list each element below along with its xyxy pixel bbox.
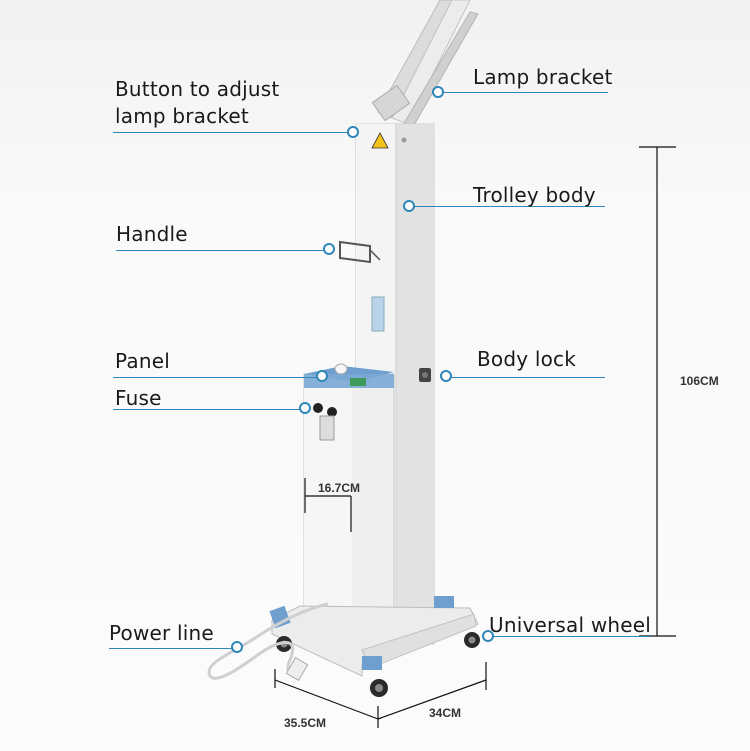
label-button-adjust-line2: lamp bracket <box>115 104 249 128</box>
dimension-lines <box>274 146 676 728</box>
label-power-line: Power line <box>109 621 214 645</box>
dot-lamp-bracket <box>432 86 444 98</box>
label-button-adjust: Button to adjust lamp bracket <box>115 76 279 130</box>
label-body-lock: Body lock <box>477 347 577 371</box>
dot-panel <box>316 370 328 382</box>
dot-handle <box>323 243 335 255</box>
leader-universal-wheel <box>492 636 650 637</box>
label-handle: Handle <box>116 222 188 246</box>
dimension-base-width: 35.5CM <box>284 716 327 730</box>
dot-button <box>347 126 359 138</box>
leader-handle <box>116 250 328 251</box>
label-lamp-bracket: Lamp bracket <box>473 65 613 89</box>
base-frame <box>269 596 480 697</box>
label-trolley-body: Trolley body <box>473 183 596 207</box>
leader-trolley-body <box>412 206 605 207</box>
dimension-height: 106CM <box>680 374 719 388</box>
dot-body-lock <box>440 370 452 382</box>
leader-power-line <box>109 648 236 649</box>
dot-trolley-body <box>403 200 415 212</box>
label-panel: Panel <box>115 349 170 373</box>
leader-panel <box>113 377 319 378</box>
dot-fuse <box>299 402 311 414</box>
dimension-base-depth: 34CM <box>429 706 462 720</box>
dimension-panel-width: 16.7CM <box>318 481 361 495</box>
leader-fuse <box>113 409 303 410</box>
leader-body-lock <box>448 377 605 378</box>
dot-universal-wheel <box>482 630 494 642</box>
label-button-adjust-line1: Button to adjust <box>115 77 280 101</box>
handle-shape <box>339 240 381 264</box>
leader-button <box>113 132 353 133</box>
label-universal-wheel: Universal wheel <box>489 613 652 637</box>
label-fuse: Fuse <box>115 386 162 410</box>
control-box <box>303 363 395 645</box>
lamp-bracket-arms <box>371 0 479 133</box>
leader-lamp-bracket <box>440 92 608 93</box>
dot-power-line <box>231 641 243 653</box>
power-cord <box>207 602 329 681</box>
